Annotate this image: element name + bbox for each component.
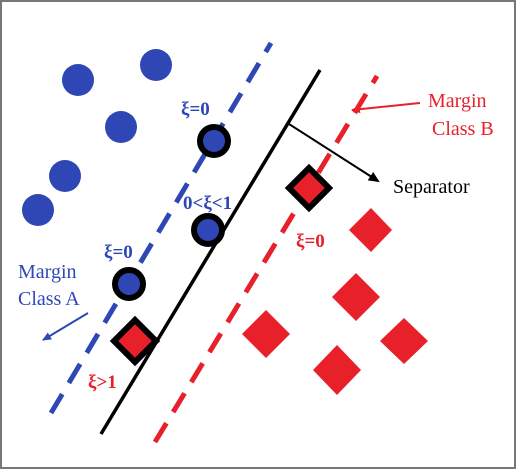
class-a-point xyxy=(62,64,94,96)
margin-b-arrow xyxy=(351,102,421,114)
support-vector-class-a xyxy=(112,267,146,301)
support-vector-class-a xyxy=(197,124,231,158)
class-b-point xyxy=(380,318,428,364)
margin-a-label-line2: Class A xyxy=(18,288,80,310)
xi-gt-one-label: ξ>1 xyxy=(88,372,117,393)
separator-arrow xyxy=(288,123,380,183)
margin-line-class-a xyxy=(48,41,274,415)
separator-line xyxy=(99,69,322,435)
xi-zero-label-top: ξ=0 xyxy=(181,99,210,120)
class-a-point xyxy=(49,160,81,192)
xi-between-label: 0<ξ<1 xyxy=(183,193,232,214)
class-b-point xyxy=(313,345,361,395)
support-vector-class-b xyxy=(284,163,334,213)
class-a-point xyxy=(105,111,137,143)
margin-b-label-line1: Margin xyxy=(428,90,487,112)
margin-b-label-line2: Class B xyxy=(432,118,494,140)
margin-a-label-line1: Margin xyxy=(18,261,77,283)
support-vector-class-a xyxy=(191,213,225,247)
margin-line-class-b xyxy=(152,74,380,444)
class-b-point xyxy=(349,208,392,252)
class-b-point xyxy=(332,273,380,321)
xi-zero-label-left: ξ=0 xyxy=(104,242,133,263)
class-a-point xyxy=(140,49,172,81)
separator-label: Separator xyxy=(393,176,470,198)
misclassified-point-class-b xyxy=(109,315,161,367)
class-a-point xyxy=(22,194,54,226)
margin-a-arrow xyxy=(42,312,89,341)
xi-zero-label-red: ξ=0 xyxy=(296,231,325,252)
class-b-point xyxy=(242,310,290,358)
